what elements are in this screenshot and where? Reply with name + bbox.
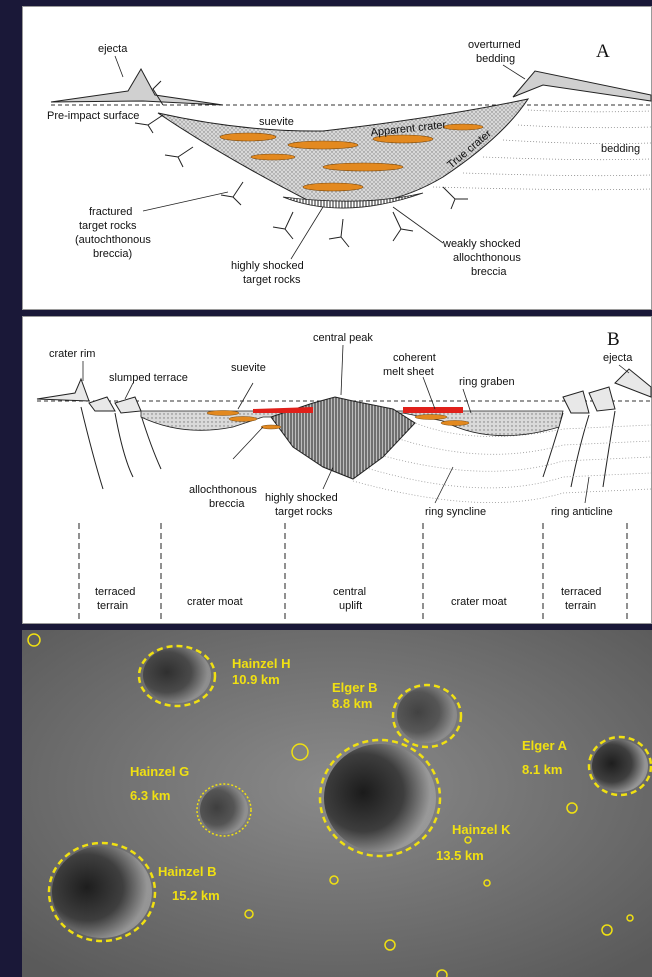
label-ring-syncline: ring syncline [425, 506, 486, 518]
label-bedding: bedding [601, 143, 640, 155]
panel-letter-b: B [607, 329, 620, 350]
label-allochthonous-1: allochthonous [189, 484, 257, 496]
label-pre-impact-surface: Pre-impact surface [47, 110, 139, 122]
ejecta-right [513, 71, 651, 101]
label-crater-rim: crater rim [49, 348, 95, 360]
label-highly-shocked-1: highly shocked [231, 260, 304, 272]
label-ejecta: ejecta [603, 352, 633, 364]
zone-3-line1: central [333, 586, 366, 598]
label-weakly-shocked-3: breccia [471, 266, 507, 278]
label-allochthonous-2: breccia [209, 498, 245, 510]
rim-terraces-right [563, 369, 651, 413]
label-fractured-4: breccia) [93, 248, 132, 260]
label-weakly-shocked-1: weakly shocked [442, 238, 521, 250]
label-suevite: suevite [231, 362, 266, 374]
panel-c-lunar-craters: Hainzel H 10.9 km Elger B 8.8 km Elger A… [22, 630, 652, 977]
zone-1-line2: terrain [97, 600, 128, 612]
crater-size-hainzel-g: 6.3 km [130, 788, 170, 803]
label-central-peak: central peak [313, 332, 373, 344]
complex-crater-diagram: crater rim slumped terrace suevite centr… [23, 317, 652, 625]
label-highly-shocked-1: highly shocked [265, 492, 338, 504]
label-coherent-1: coherent [393, 352, 436, 364]
label-slumped-terrace: slumped terrace [109, 372, 188, 384]
crater-size-elger-a: 8.1 km [522, 762, 562, 777]
label-overturned-1: overturned [468, 39, 521, 51]
label-weakly-shocked-2: allochthonous [453, 252, 521, 264]
label-highly-shocked-2: target rocks [243, 274, 301, 286]
label-ejecta: ejecta [98, 43, 128, 55]
label-ring-anticline: ring anticline [551, 506, 613, 518]
zone-1-line1: terraced [95, 586, 135, 598]
label-fractured-2: target rocks [79, 220, 137, 232]
panel-letter-a: A [596, 41, 610, 62]
label-highly-shocked-2: target rocks [275, 506, 333, 518]
lunar-crater-map: Hainzel H 10.9 km Elger B 8.8 km Elger A… [22, 630, 652, 977]
zone-5-line1: terraced [561, 586, 601, 598]
zone-2-line1: crater moat [187, 596, 243, 608]
label-suevite: suevite [259, 116, 294, 128]
zone-3-line2: uplift [339, 600, 362, 612]
simple-crater-diagram: ejecta A overturned bedding Pre-impact s… [23, 7, 652, 311]
ejecta-left [51, 69, 223, 105]
label-ring-graben: ring graben [459, 376, 515, 388]
crater-name-elger-a: Elger A [522, 738, 568, 753]
crater-name-elger-b: Elger B [332, 680, 378, 695]
crater-name-hainzel-k: Hainzel K [452, 822, 511, 837]
crater-name-hainzel-g: Hainzel G [130, 764, 189, 779]
crater-size-hainzel-b: 15.2 km [172, 888, 220, 903]
label-coherent-2: melt sheet [383, 366, 434, 378]
zone-5-line2: terrain [565, 600, 596, 612]
crater-size-hainzel-k: 13.5 km [436, 848, 484, 863]
melt-sheet-left [253, 407, 313, 413]
zone-4-line1: crater moat [451, 596, 507, 608]
label-fractured-1: fractured [89, 206, 132, 218]
crater-size-elger-b: 8.8 km [332, 696, 372, 711]
panel-b-complex-crater: crater rim slumped terrace suevite centr… [22, 316, 652, 624]
panel-a-simple-crater: ejecta A overturned bedding Pre-impact s… [22, 6, 652, 310]
crater-name-hainzel-b: Hainzel B [158, 864, 217, 879]
rim-terraces-left [37, 379, 141, 413]
label-overturned-2: bedding [476, 53, 515, 65]
crater-name-hainzel-h: Hainzel H [232, 656, 291, 671]
crater-size-hainzel-h: 10.9 km [232, 672, 280, 687]
melt-sheet-right [403, 407, 463, 413]
label-fractured-3: (autochthonous [75, 234, 151, 246]
